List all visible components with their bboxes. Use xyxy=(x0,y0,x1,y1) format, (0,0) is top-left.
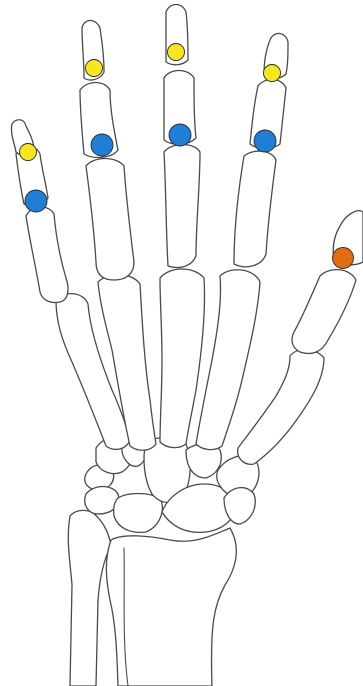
metacarpal-index xyxy=(196,270,260,450)
ring-proximal-phalanx xyxy=(86,159,134,281)
thumb-proximal-phalanx xyxy=(292,270,356,354)
pip-marker-middle xyxy=(169,124,191,146)
metacarpals xyxy=(56,269,324,464)
metacarpal-thumb xyxy=(238,349,324,464)
index-proximal-phalanx xyxy=(234,151,276,267)
carpals xyxy=(85,437,259,532)
forearm xyxy=(68,510,236,686)
ulna xyxy=(68,510,111,686)
little-proximal-phalanx xyxy=(26,207,68,303)
dip-marker-index xyxy=(264,65,281,82)
thumb xyxy=(292,211,363,354)
ip-marker-thumb xyxy=(333,248,354,269)
middle-proximal-phalanx xyxy=(164,145,200,268)
pip-marker-index xyxy=(254,130,276,152)
dip-marker-middle xyxy=(168,44,185,61)
pip-marker-little xyxy=(25,190,47,212)
dip-marker-ring xyxy=(86,60,103,77)
metacarpal-middle xyxy=(160,269,205,448)
lunate xyxy=(114,494,163,533)
pip-marker-ring xyxy=(91,134,113,156)
dip-marker-little xyxy=(20,144,37,161)
